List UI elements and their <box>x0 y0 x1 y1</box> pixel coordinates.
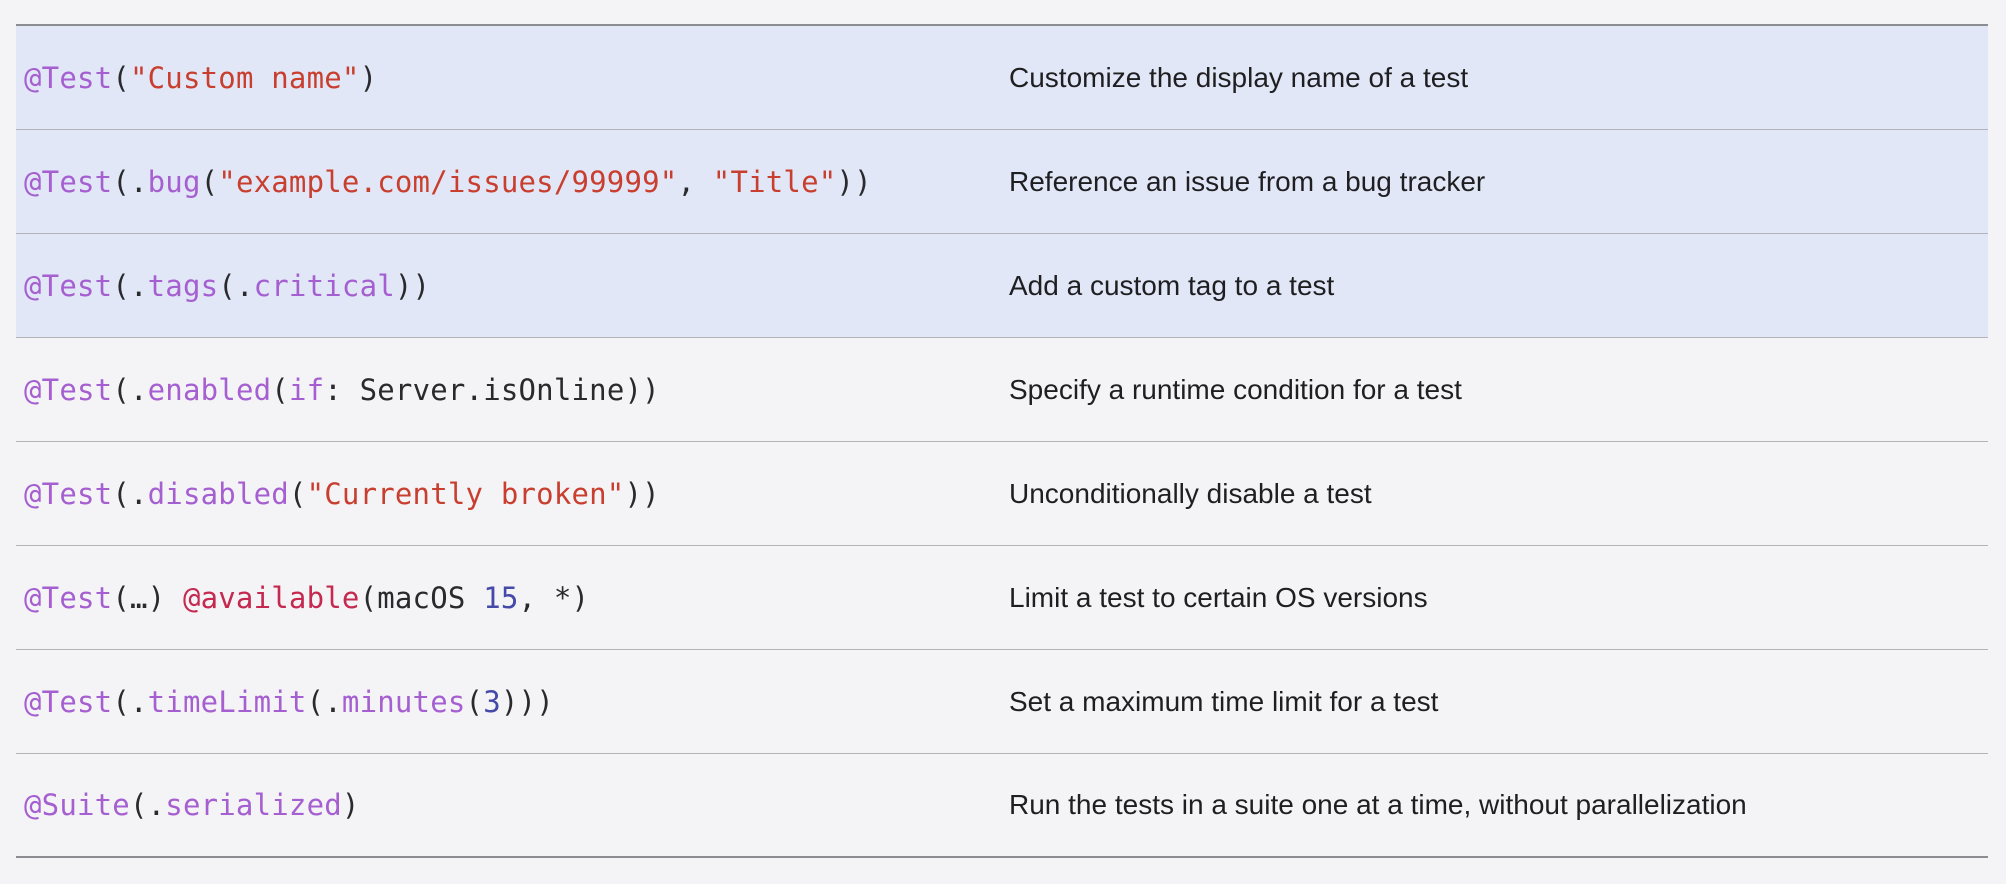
code-snippet: @Test(.bug("example.com/issues/99999", "… <box>16 165 1009 199</box>
code-snippet: @Test(.disabled("Currently broken")) <box>16 477 1009 511</box>
code-snippet: @Test(…) @available(macOS 15, *) <box>16 581 1009 615</box>
code-plain-token: ( <box>288 476 307 511</box>
code-attribute-token: bug <box>147 164 201 199</box>
table-row: @Test(.enabled(if: Server.isOnline))Spec… <box>16 338 1988 442</box>
code-string-token: "Currently broken" <box>306 476 625 511</box>
code-attribute-token: @available <box>182 580 360 615</box>
code-number-token: 3 <box>483 684 501 719</box>
code-plain-token: , <box>677 164 713 199</box>
code-plain-token: (…) <box>112 580 183 615</box>
code-plain-token: (. <box>112 684 148 719</box>
code-keyword-token: if <box>288 372 325 407</box>
code-attribute-token: critical <box>253 268 395 303</box>
code-string-token: "example.com/issues/99999" <box>218 164 678 199</box>
code-plain-token: : Server.isOnline)) <box>324 372 660 407</box>
table-row: @Test("Custom name")Customize the displa… <box>16 26 1988 130</box>
trait-description: Limit a test to certain OS versions <box>1009 581 1428 613</box>
trait-description: Run the tests in a suite one at a time, … <box>1009 789 1747 820</box>
code-attribute-token: serialized <box>165 788 342 822</box>
code-plain-token: (. <box>112 476 148 511</box>
code-attribute-token: @Test <box>24 580 113 615</box>
code-attribute-token: timeLimit <box>147 684 307 719</box>
code-attribute-token: disabled <box>147 476 289 511</box>
code-number-token: 15 <box>483 580 519 615</box>
trait-description: Specify a runtime condition for a test <box>1009 373 1462 405</box>
trait-description: Reference an issue from a bug tracker <box>1009 165 1486 197</box>
code-snippet: @Test(.tags(.critical)) <box>16 269 1009 303</box>
trait-description: Add a custom tag to a test <box>1009 269 1335 301</box>
code-attribute-token: @Test <box>24 372 113 407</box>
code-string-token: "Custom name" <box>129 60 360 95</box>
table-row: @Suite(.serialized)Run the tests in a su… <box>16 754 1988 858</box>
code-string-token: "Title" <box>712 164 837 199</box>
trait-description: Set a maximum time limit for a test <box>1009 685 1439 717</box>
code-plain-token: )) <box>836 164 872 199</box>
code-snippet: @Test("Custom name") <box>16 61 1009 95</box>
table-row: @Test(…) @available(macOS 15, *)Limit a … <box>16 546 1988 650</box>
code-plain-token: (macOS <box>359 580 484 615</box>
code-attribute-token: @Test <box>24 60 113 95</box>
trait-description: Unconditionally disable a test <box>1009 477 1372 509</box>
code-attribute-token: @Test <box>24 476 113 511</box>
code-plain-token: )) <box>624 476 660 511</box>
table-row: @Test(.bug("example.com/issues/99999", "… <box>16 130 1988 234</box>
code-attribute-token: @Test <box>24 684 113 719</box>
table-row: @Test(.timeLimit(.minutes(3)))Set a maxi… <box>16 650 1988 754</box>
table-row: @Test(.tags(.critical))Add a custom tag … <box>16 234 1988 338</box>
code-plain-token: ))) <box>500 684 554 719</box>
code-plain-token: )) <box>394 268 431 303</box>
code-attribute-token: enabled <box>147 372 272 407</box>
code-plain-token: (. <box>112 164 148 199</box>
code-plain-token: (. <box>218 268 254 303</box>
code-attribute-token: minutes <box>341 684 466 719</box>
code-attribute-token: @Suite <box>24 788 130 822</box>
trait-description: Customize the display name of a test <box>1009 61 1469 93</box>
code-snippet: @Test(.timeLimit(.minutes(3))) <box>16 685 1009 719</box>
code-plain-token: (. <box>306 684 342 719</box>
code-plain-token: ) <box>359 60 378 95</box>
code-attribute-token: @Test <box>24 164 113 199</box>
code-plain-token: (. <box>129 788 166 822</box>
code-snippet: @Test(.enabled(if: Server.isOnline)) <box>16 373 1009 407</box>
traits-table: @Test("Custom name")Customize the displa… <box>16 24 1988 858</box>
code-attribute-token: @Test <box>24 268 113 303</box>
code-plain-token: ( <box>271 372 289 407</box>
code-plain-token: ) <box>341 788 360 822</box>
code-attribute-token: tags <box>147 268 219 303</box>
code-snippet: @Suite(.serialized) <box>16 788 1009 822</box>
code-plain-token: (. <box>112 268 148 303</box>
table-row: @Test(.disabled("Currently broken"))Unco… <box>16 442 1988 546</box>
code-plain-token: ( <box>112 60 130 95</box>
code-plain-token: (. <box>112 372 148 407</box>
code-plain-token: ( <box>200 164 219 199</box>
code-plain-token: ( <box>465 684 484 719</box>
code-plain-token: , *) <box>518 580 590 615</box>
